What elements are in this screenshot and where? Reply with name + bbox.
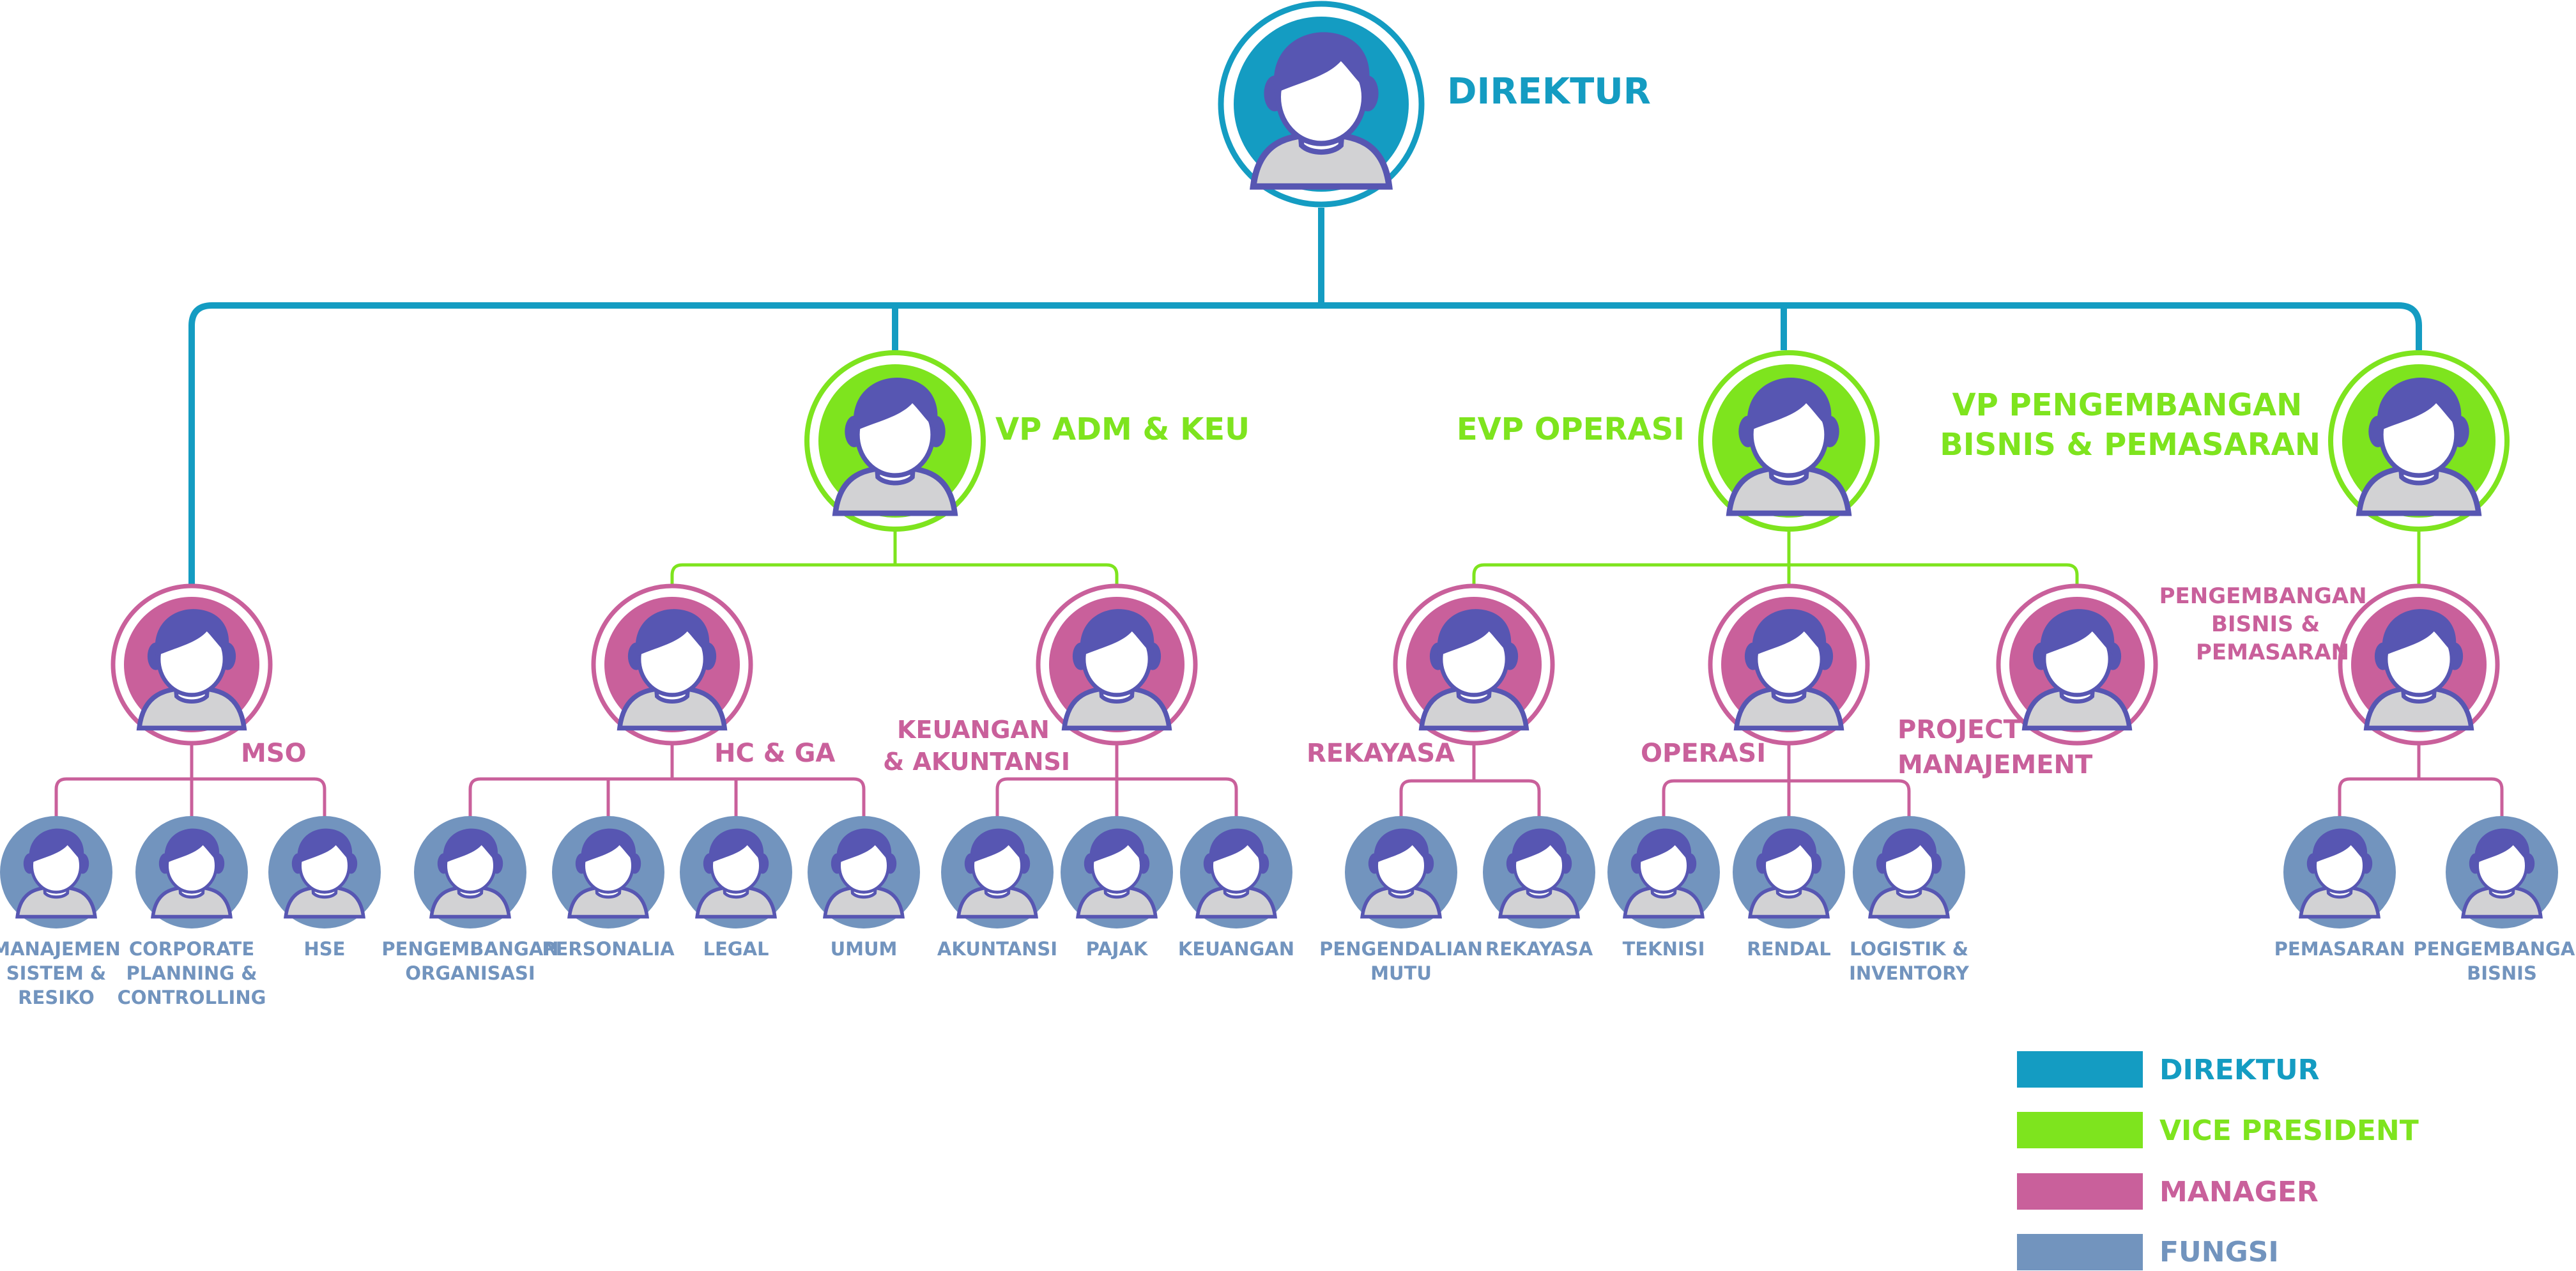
fungsi-label-line: RENDAL <box>1747 938 1830 960</box>
fungsi-node-mso-2: HSE <box>268 816 381 960</box>
fungsi-label-line: PAJAK <box>1086 938 1149 960</box>
fungsi-label: LOGISTIK &INVENTORY <box>1849 938 1970 984</box>
fungsi-label-line: PEMASARAN <box>2274 938 2405 960</box>
fungsi-label: AKUNTANSI <box>937 938 1057 960</box>
fungsi-label-line: INVENTORY <box>1849 962 1970 984</box>
fungsi-label-line: UMUM <box>831 938 898 960</box>
label-project-manajement: PROJECT MANAJEMENT <box>1897 715 2093 780</box>
label-keuangan-akuntansi: KEUANGAN & AKUNTANSI <box>883 716 1070 776</box>
fungsi-label: RENDAL <box>1747 938 1830 960</box>
legend-label-direktur: DIREKTUR <box>2159 1054 2320 1086</box>
label-rekayasa-mgr: REKAYASA <box>1307 739 1455 768</box>
fungsi-node-hcga-1: PERSONALIA <box>542 816 675 960</box>
fungsi-label-line: MANAJEMEN <box>0 938 121 960</box>
fungsi-node-keu-0: AKUNTANSI <box>937 816 1057 960</box>
node-evp-operasi <box>1698 350 1880 532</box>
fungsi-label-line: LEGAL <box>703 938 769 960</box>
connectors-direktur <box>188 208 2422 591</box>
fungsi-label-line: PENGEMBANGAN <box>2413 938 2576 960</box>
fungsi-node-ops-2: LOGISTIK &INVENTORY <box>1849 816 1970 984</box>
fungsi-label-line: PLANNING & <box>126 962 257 984</box>
fungsi-label-line: AKUNTANSI <box>937 938 1057 960</box>
fungsi-label-line: CORPORATE <box>129 938 254 960</box>
fungsi-label: PEMASARAN <box>2274 938 2405 960</box>
legend-swatch-vp <box>2017 1112 2143 1148</box>
fungsi-label: UMUM <box>831 938 898 960</box>
label-vp-pengembangan: VP PENGEMBANGAN BISNIS & PEMASARAN <box>1940 387 2320 463</box>
label-pengembangan-bisnis-pemasaran: PENGEMBANGAN BISNIS & PEMASARAN <box>2159 583 2375 665</box>
label-direktur: DIREKTUR <box>1447 71 1651 112</box>
fungsi-node-keu-2: KEUANGAN <box>1178 816 1294 960</box>
label-operasi-mgr: OPERASI <box>1641 739 1766 768</box>
fungsi-label-line: PERSONALIA <box>542 938 675 960</box>
fungsi-node-ops-1: RENDAL <box>1733 816 1845 960</box>
legend-label-manager: MANAGER <box>2159 1176 2319 1208</box>
node-vp-adm-keu <box>804 350 986 532</box>
fungsi-label: TEKNISI <box>1623 938 1705 960</box>
node-hc-ga <box>591 583 753 746</box>
fungsi-node-rek-1: REKAYASA <box>1483 816 1595 960</box>
legend-swatch-fungsi <box>2017 1234 2143 1270</box>
connectors-manager <box>54 744 2504 818</box>
fungsi-label: KEUANGAN <box>1178 938 1294 960</box>
fungsi-label-line: TEKNISI <box>1623 938 1705 960</box>
fungsi-label: REKAYASA <box>1485 938 1593 960</box>
fungsi-label-line: REKAYASA <box>1485 938 1593 960</box>
label-hc-ga: HC & GA <box>714 739 835 768</box>
fungsi-node-hcga-2: LEGAL <box>680 816 792 960</box>
node-operasi-mgr <box>1708 583 1870 746</box>
label-mso: MSO <box>241 739 307 768</box>
fungsi-label-line: HSE <box>304 938 346 960</box>
connectors-vp <box>670 529 2421 586</box>
label-evp-operasi: EVP OPERASI <box>1457 412 1685 447</box>
fungsi-label-line: SISTEM & <box>6 962 106 984</box>
node-project-manajement <box>1996 583 2158 746</box>
fungsi-node-ops-0: TEKNISI <box>1607 816 1720 960</box>
fungsi-node-pbp-0: PEMASARAN <box>2274 816 2405 960</box>
fungsi-label: HSE <box>304 938 346 960</box>
fungsi-label-line: MUTU <box>1370 962 1432 984</box>
node-keuangan-akuntansi <box>1036 583 1198 746</box>
fungsi-label-line: LOGISTIK & <box>1850 938 1968 960</box>
node-pengembangan-bisnis-pemasaran <box>2338 583 2500 746</box>
fungsi-label: PERSONALIA <box>542 938 675 960</box>
fungsi-label-line: RESIKO <box>18 987 95 1008</box>
fungsi-node-keu-1: PAJAK <box>1061 816 1173 960</box>
legend-label-vp: VICE PRESIDENT <box>2159 1114 2419 1147</box>
legend-swatch-direktur <box>2017 1051 2143 1088</box>
fungsi-label-line: CONTROLLING <box>118 987 266 1008</box>
node-vp-pengembangan <box>2328 350 2510 532</box>
label-vp-adm-keu: VP ADM & KEU <box>995 412 1250 447</box>
legend-label-fungsi: FUNGSI <box>2159 1236 2279 1268</box>
fungsi-label-line: PENGEMBANGAN <box>381 938 558 960</box>
legend: DIREKTUR VICE PRESIDENT MANAGER FUNGSI <box>2017 1051 2419 1270</box>
fungsi-label-line: PENGENDALIAN <box>1319 938 1483 960</box>
legend-swatch-manager <box>2017 1173 2143 1210</box>
fungsi-label-line: KEUANGAN <box>1178 938 1294 960</box>
fungsi-label: PAJAK <box>1086 938 1149 960</box>
fungsi-label: LEGAL <box>703 938 769 960</box>
fungsi-label-line: BISNIS <box>2467 962 2537 984</box>
node-rekayasa-mgr <box>1393 583 1555 746</box>
node-direktur <box>1218 1 1425 208</box>
fungsi-label-line: ORGANISASI <box>405 962 535 984</box>
node-mso <box>111 583 273 746</box>
fungsi-node-hcga-3: UMUM <box>808 816 920 960</box>
